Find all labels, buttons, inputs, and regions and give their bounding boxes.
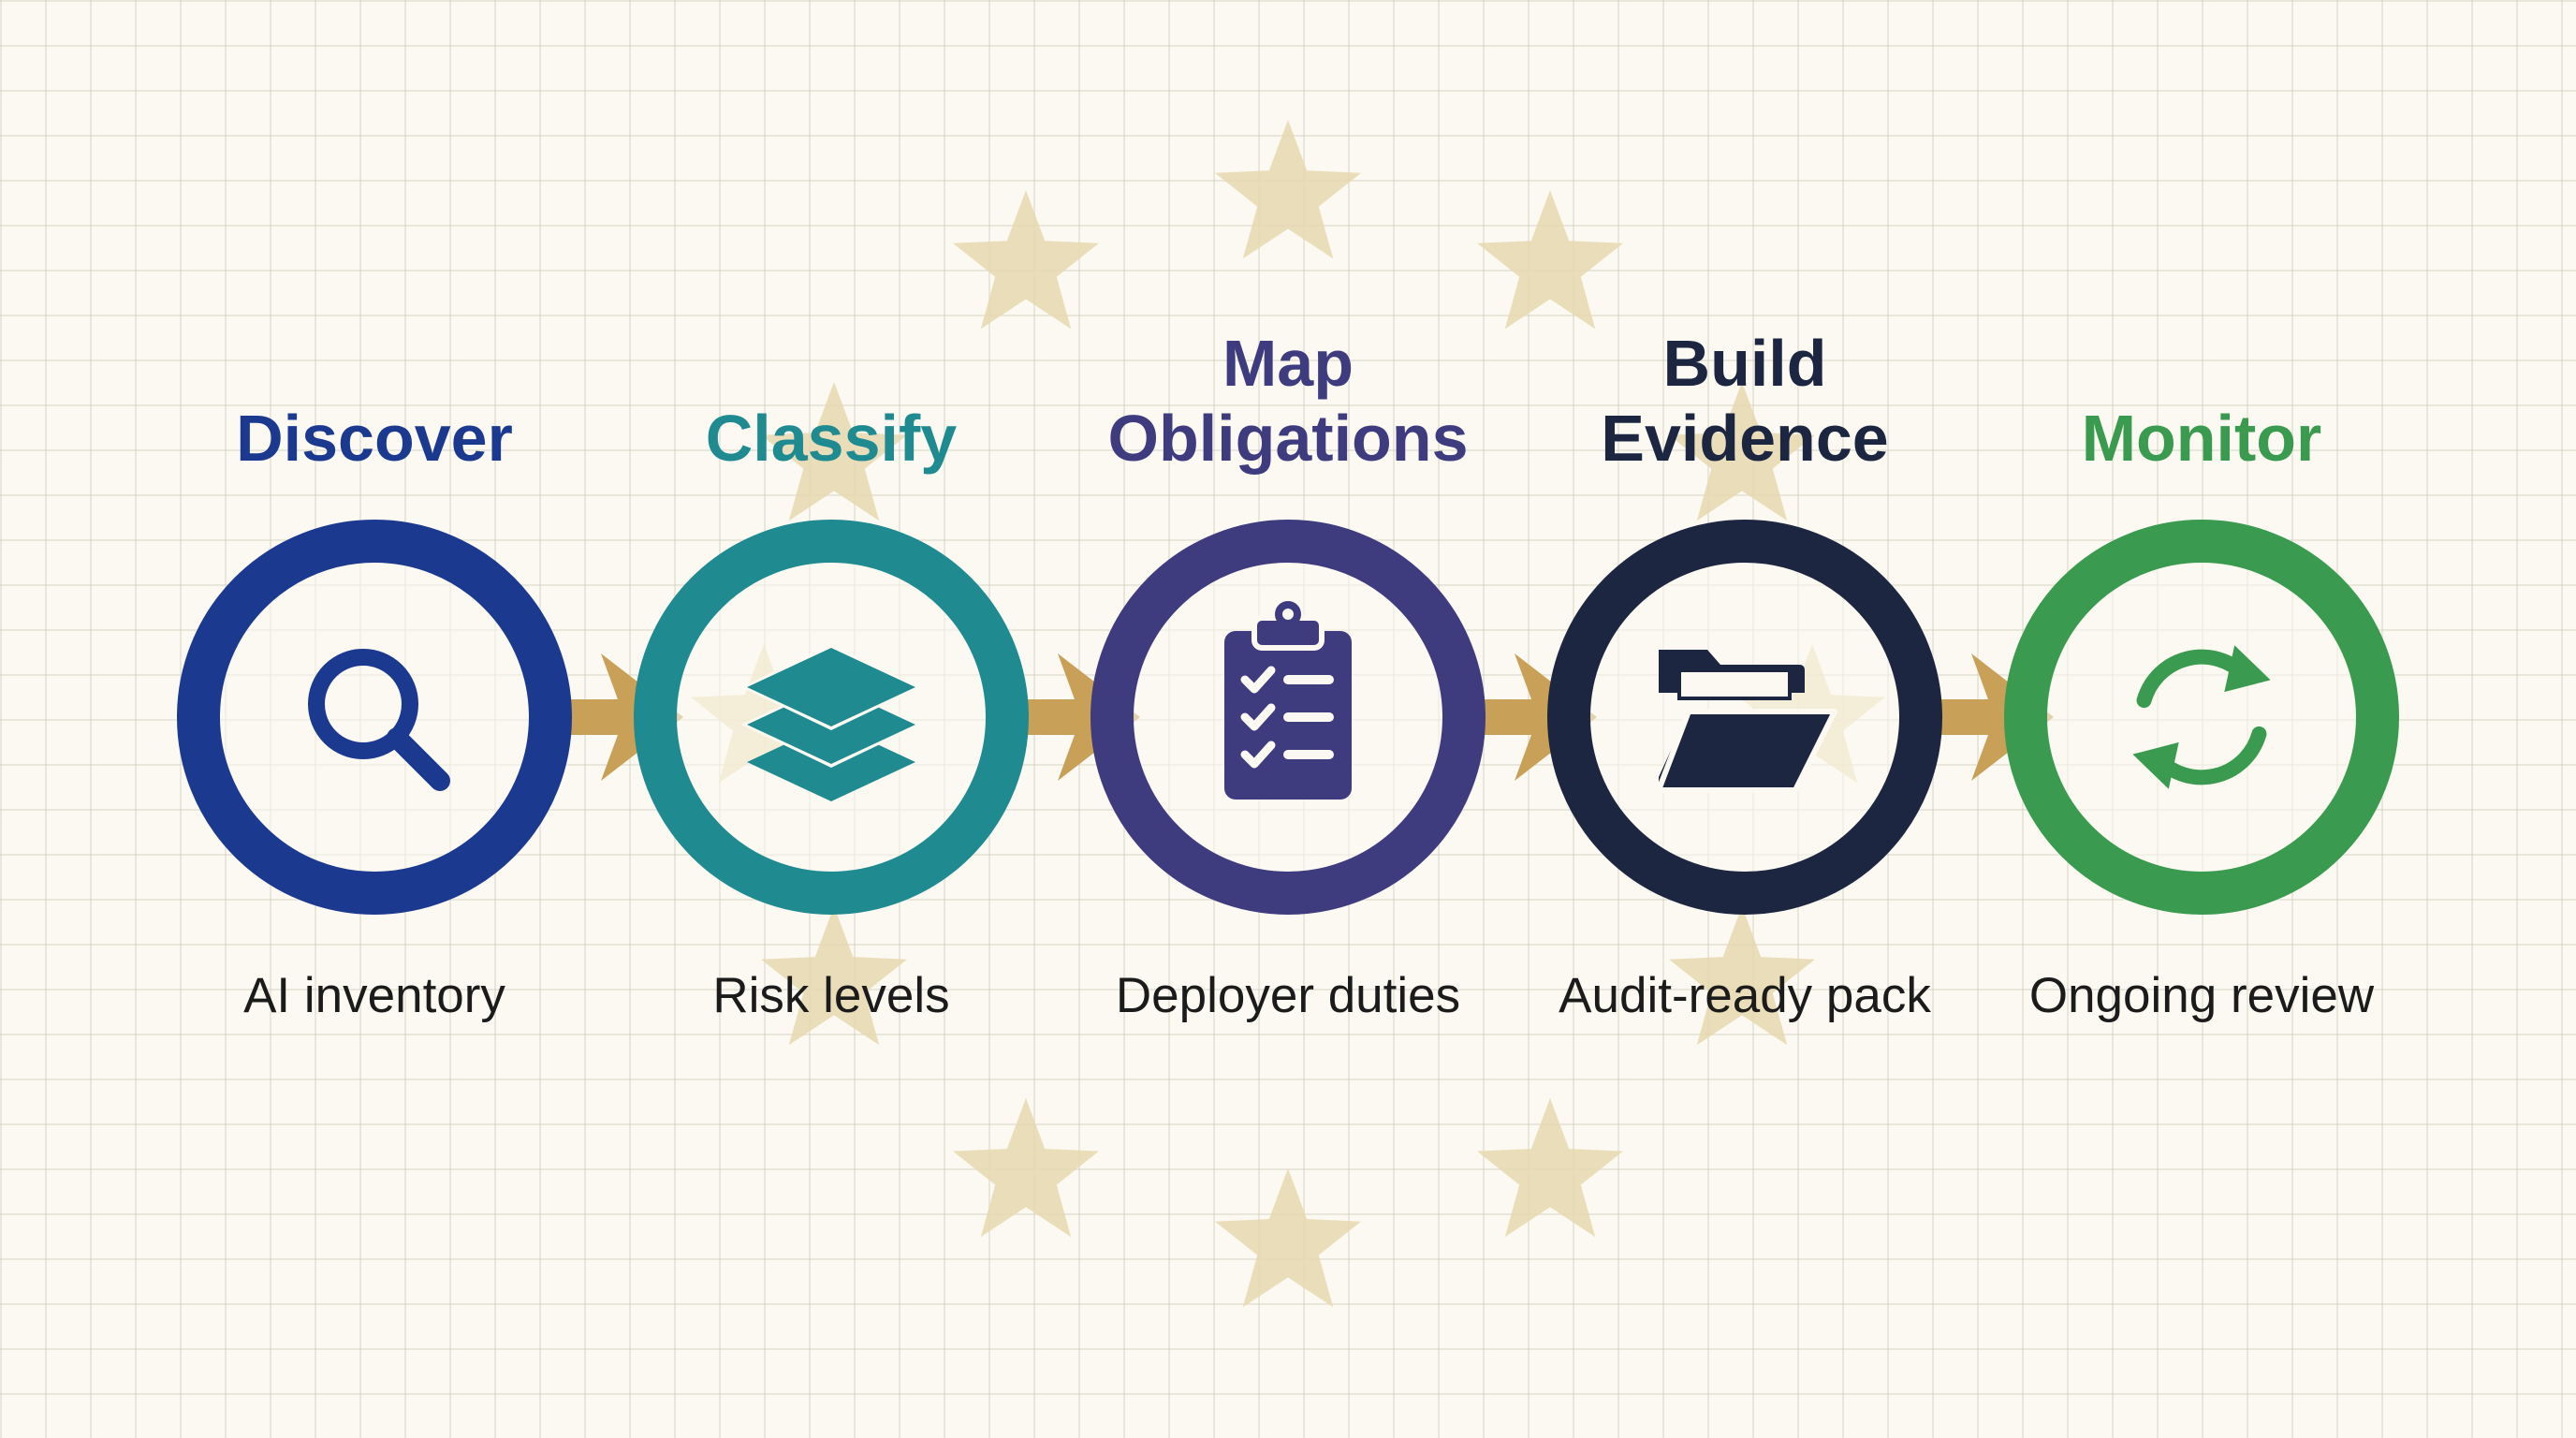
refresh-cycle-icon bbox=[2132, 645, 2271, 789]
step-node-2 bbox=[634, 520, 1029, 915]
eu-star-icon bbox=[1669, 382, 1815, 521]
step-caption: Ongoing review bbox=[2028, 968, 2375, 1023]
step-title-line: Map bbox=[1222, 327, 1354, 400]
step-title-line: Build bbox=[1662, 327, 1827, 400]
step-title-line: Discover bbox=[236, 402, 513, 475]
step-node-1 bbox=[177, 520, 572, 915]
eu-star-icon bbox=[953, 190, 1099, 330]
eu-star-icon bbox=[1215, 120, 1361, 259]
eu-star-icon bbox=[1669, 906, 1815, 1046]
eu-star-icon bbox=[953, 1098, 1099, 1238]
flow-arrow-icon bbox=[1445, 653, 1597, 781]
step-node-5 bbox=[2004, 520, 2399, 915]
step-title-line: Obligations bbox=[1107, 402, 1469, 475]
step-title: Classify bbox=[588, 288, 1075, 476]
step-caption: AI inventory bbox=[243, 968, 505, 1023]
step-title-line: Monitor bbox=[2081, 402, 2322, 475]
step-title-line: Classify bbox=[705, 402, 958, 475]
step-title-line: Evidence bbox=[1601, 402, 1889, 475]
step-caption: Risk levels bbox=[712, 968, 950, 1023]
flow-arrow-icon bbox=[532, 653, 683, 781]
folder-icon bbox=[1656, 650, 1837, 793]
flow-arrow-icon bbox=[1902, 653, 2054, 781]
magnifying-glass-icon bbox=[308, 649, 450, 791]
step-ring bbox=[177, 520, 572, 915]
eu-star-icon bbox=[1477, 1098, 1623, 1238]
step-node-4 bbox=[1547, 520, 1942, 915]
eu-star-icon bbox=[761, 382, 907, 521]
eu-star-icon bbox=[1477, 190, 1623, 330]
eu-star-icon bbox=[761, 906, 907, 1046]
step-caption: Deployer duties bbox=[1115, 968, 1461, 1023]
flow-arrow-icon bbox=[988, 653, 1140, 781]
step-node-3 bbox=[1090, 520, 1486, 915]
step-caption: Audit-ready pack bbox=[1559, 968, 1931, 1023]
clipboard-checklist-icon bbox=[1224, 601, 1352, 800]
layers-icon bbox=[741, 644, 921, 801]
step-title: Monitor bbox=[1958, 288, 2445, 476]
step-title: Discover bbox=[131, 288, 618, 476]
eu-star-icon bbox=[1215, 1168, 1361, 1308]
step-ring bbox=[2004, 520, 2399, 915]
